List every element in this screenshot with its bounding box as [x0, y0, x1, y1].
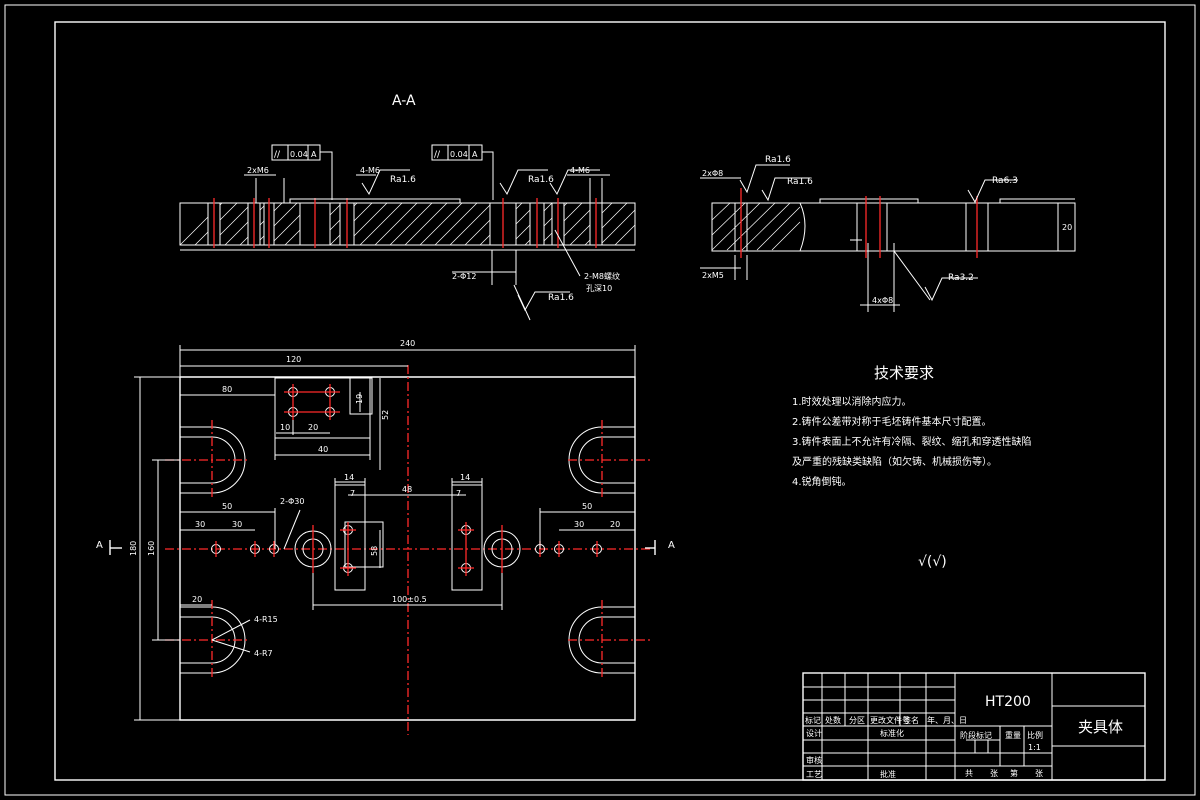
- svg-text:A: A: [668, 540, 675, 551]
- svg-text:重量: 重量: [1005, 730, 1021, 740]
- svg-text:7: 7: [456, 489, 461, 498]
- svg-text:4xΦ8: 4xΦ8: [872, 296, 893, 305]
- svg-text:2xM6: 2xM6: [247, 166, 269, 175]
- svg-text:标准化: 标准化: [880, 728, 904, 738]
- svg-text:50: 50: [222, 502, 232, 511]
- roughness-label: Ra1.6: [548, 293, 574, 303]
- svg-text:100±0.5: 100±0.5: [392, 595, 427, 604]
- tech-req-item: 1.时效处理以消除内应力。: [792, 395, 912, 408]
- svg-text:A: A: [311, 150, 317, 159]
- svg-text:Ra1.6: Ra1.6: [765, 155, 791, 165]
- svg-text://: //: [274, 150, 281, 160]
- section-view-right: Ra1.6 Ra1.6 Ra6.3 Ra3.2 2xΦ8 2xM5 4xΦ8 2…: [700, 155, 1076, 312]
- svg-text:Ra1.6: Ra1.6: [787, 177, 813, 187]
- svg-text:孔深10: 孔深10: [586, 284, 612, 293]
- svg-text:2-Φ12: 2-Φ12: [452, 272, 476, 281]
- svg-text:第: 第: [1010, 768, 1018, 778]
- svg-text:A: A: [472, 150, 478, 159]
- roughness-label: Ra1.6: [390, 175, 416, 185]
- svg-text:A: A: [96, 540, 103, 551]
- svg-text:0.04: 0.04: [450, 150, 468, 159]
- svg-text:48: 48: [402, 485, 412, 494]
- svg-text:阶段标记: 阶段标记: [960, 730, 992, 740]
- sheet-outer-border: [4, 4, 1196, 796]
- plan-outline: [179, 376, 636, 721]
- part-name: 夹具体: [1078, 718, 1123, 736]
- svg-text:2xΦ8: 2xΦ8: [702, 169, 723, 178]
- svg-text:更改文件号: 更改文件号: [870, 715, 910, 725]
- svg-text:20: 20: [308, 423, 318, 432]
- roughness-label: Ra1.6: [528, 175, 554, 185]
- svg-text:分区: 分区: [849, 716, 865, 725]
- svg-text:240: 240: [400, 339, 415, 348]
- tech-req-item: 2.铸件公差带对称于毛坯铸件基本尺寸配置。: [792, 415, 992, 428]
- svg-text:7: 7: [350, 489, 355, 498]
- svg-text:0.04: 0.04: [290, 150, 308, 159]
- svg-text:30: 30: [574, 520, 584, 529]
- svg-text:2-M8螺纹: 2-M8螺纹: [584, 271, 620, 281]
- svg-text:张: 张: [990, 769, 998, 778]
- svg-text:20: 20: [192, 595, 202, 604]
- svg-text:批准: 批准: [880, 769, 896, 779]
- svg-text:4-R7: 4-R7: [254, 649, 273, 658]
- svg-text:设计: 设计: [806, 728, 822, 738]
- title-block: HT200 夹具体 标记 处数 分区 更改文件号 签名 年、月、日 设计 标准化…: [802, 672, 1146, 781]
- svg-text:40: 40: [318, 445, 328, 454]
- svg-text://: //: [434, 150, 441, 160]
- svg-text:处数: 处数: [825, 715, 841, 725]
- svg-text:年、月、日: 年、月、日: [927, 715, 967, 725]
- svg-text:4-M6: 4-M6: [360, 166, 380, 175]
- section-view-left: A-A: [179, 93, 636, 321]
- svg-text:58: 58: [370, 546, 379, 556]
- tolerance-frame-1: // 0.04 A: [271, 144, 333, 200]
- svg-text:签名: 签名: [903, 715, 919, 725]
- tech-req-item: 4.锐角倒钝。: [792, 475, 852, 488]
- svg-text:张: 张: [1035, 769, 1043, 778]
- sheet-inner-border: [54, 21, 1166, 781]
- svg-text:30: 30: [195, 520, 205, 529]
- svg-text:1:1: 1:1: [1028, 743, 1041, 752]
- tech-req-title: 技术要求: [874, 364, 934, 382]
- svg-text:2xM5: 2xM5: [702, 271, 724, 280]
- svg-text:审核: 审核: [806, 755, 822, 765]
- svg-text:120: 120: [286, 355, 301, 364]
- svg-text:160: 160: [147, 541, 156, 556]
- section-title: A-A: [392, 93, 416, 109]
- svg-text:50: 50: [582, 502, 592, 511]
- roughness-default-symbol: √(√): [918, 554, 947, 570]
- svg-text:10: 10: [280, 423, 290, 432]
- svg-text:14: 14: [344, 473, 354, 482]
- svg-text:比例: 比例: [1027, 730, 1043, 740]
- svg-text:Ra3.2: Ra3.2: [948, 273, 974, 283]
- material-label: HT200: [985, 694, 1031, 710]
- svg-text:工艺: 工艺: [806, 770, 822, 779]
- svg-text:Ra6.3: Ra6.3: [992, 176, 1018, 186]
- svg-text:标记: 标记: [805, 715, 821, 725]
- svg-text:2-Φ30: 2-Φ30: [280, 497, 304, 506]
- svg-text:14: 14: [460, 473, 470, 482]
- svg-text:30: 30: [232, 520, 242, 529]
- svg-text:4-M6: 4-M6: [570, 166, 590, 175]
- plan-view: 240 120 80 10 20 40 19 52 14 7 48 7 14 5…: [96, 339, 675, 735]
- tolerance-frame-2: // 0.04 A: [431, 144, 494, 200]
- svg-text:180: 180: [129, 541, 138, 556]
- svg-text:20: 20: [1062, 223, 1072, 232]
- svg-text:4-R15: 4-R15: [254, 615, 278, 624]
- svg-text:19: 19: [355, 394, 364, 404]
- svg-text:80: 80: [222, 385, 232, 394]
- tech-req-item: 及严重的残缺类缺陷（如欠铸、机械损伤等）。: [792, 455, 997, 468]
- svg-text:共: 共: [965, 769, 973, 778]
- technical-requirements: 技术要求 1.时效处理以消除内应力。 2.铸件公差带对称于毛坯铸件基本尺寸配置。…: [792, 364, 1032, 570]
- tech-req-item: 3.铸件表面上不允许有冷隔、裂纹、缩孔和穿透性缺陷: [792, 435, 1032, 448]
- svg-text:52: 52: [381, 410, 390, 420]
- svg-text:20: 20: [610, 520, 620, 529]
